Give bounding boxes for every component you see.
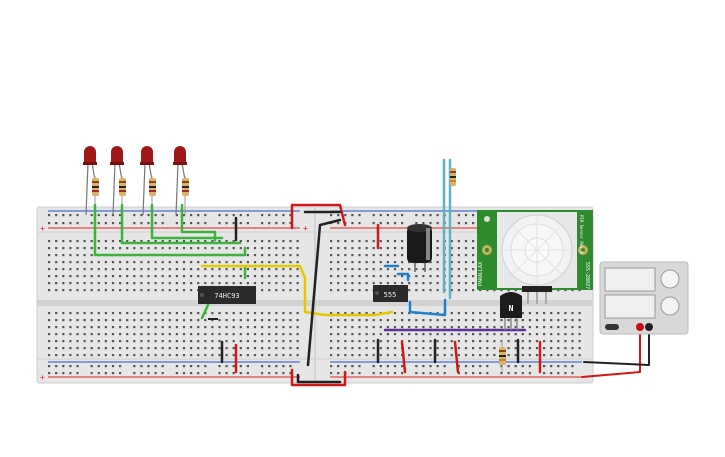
transistor-label: N (509, 304, 514, 313)
svg-text:+: + (40, 224, 45, 233)
led-array[interactable] (83, 146, 189, 216)
supply-display-top (604, 267, 656, 292)
rail-red-bottom: + (40, 373, 582, 382)
pir-right-text: 555-28027 (584, 262, 590, 289)
led-resistor-4[interactable] (182, 176, 189, 215)
npn-transistor[interactable]: N (500, 292, 522, 330)
wire-supply-red[interactable] (581, 329, 641, 378)
chip-555-label: 555 (384, 291, 397, 299)
chip-555[interactable]: 555 (373, 285, 408, 302)
supply-terminal-black[interactable] (645, 323, 653, 331)
wires[interactable] (93, 158, 650, 387)
supply-terminal-red[interactable] (636, 323, 644, 331)
wire-green-4[interactable] (180, 203, 217, 242)
base-resistor[interactable] (499, 340, 506, 372)
chip-74hc93[interactable]: 74HC93 (198, 286, 256, 304)
wire-blue-2[interactable] (396, 272, 410, 282)
wire-red-bridge-bottom[interactable] (290, 368, 347, 387)
supply-knob-voltage[interactable] (660, 269, 680, 289)
wire-red-short-4[interactable] (453, 340, 460, 374)
svg-text:+: + (40, 373, 45, 382)
wire-green-2[interactable] (120, 203, 242, 245)
pir-side-text: PIR Sensor Rev B (579, 215, 584, 254)
wire-green-1[interactable] (93, 203, 247, 257)
timing-resistor[interactable] (450, 168, 456, 186)
wire-green-6[interactable] (200, 303, 210, 320)
wire-blue-3[interactable] (408, 298, 447, 317)
wire-red-short-3[interactable] (400, 340, 407, 374)
wire-black-long[interactable] (306, 218, 342, 367)
pir-left-text: PARALLAX (478, 262, 484, 286)
supply-switch[interactable] (605, 324, 619, 330)
svg-text:+: + (303, 224, 308, 233)
led-3[interactable] (140, 146, 154, 216)
led-1[interactable] (83, 146, 97, 216)
wire-green-3[interactable] (150, 203, 224, 240)
supply-knob-current[interactable] (660, 296, 680, 316)
wire-red-bridge-top[interactable] (290, 203, 347, 230)
power-supply[interactable] (599, 261, 689, 335)
chip-74hc93-label: 74HC93 (214, 292, 239, 300)
supply-display-bottom (604, 294, 656, 319)
pir-sensor[interactable]: PARALLAX 555-28027 PIR Sensor Rev B (477, 210, 593, 304)
wire-black-bridge-bottom[interactable] (296, 373, 342, 384)
electrolytic-capacitor[interactable] (407, 224, 432, 272)
wire-supply-black[interactable] (583, 329, 650, 366)
wire-yellow[interactable] (200, 264, 394, 317)
led-2[interactable] (110, 146, 124, 216)
